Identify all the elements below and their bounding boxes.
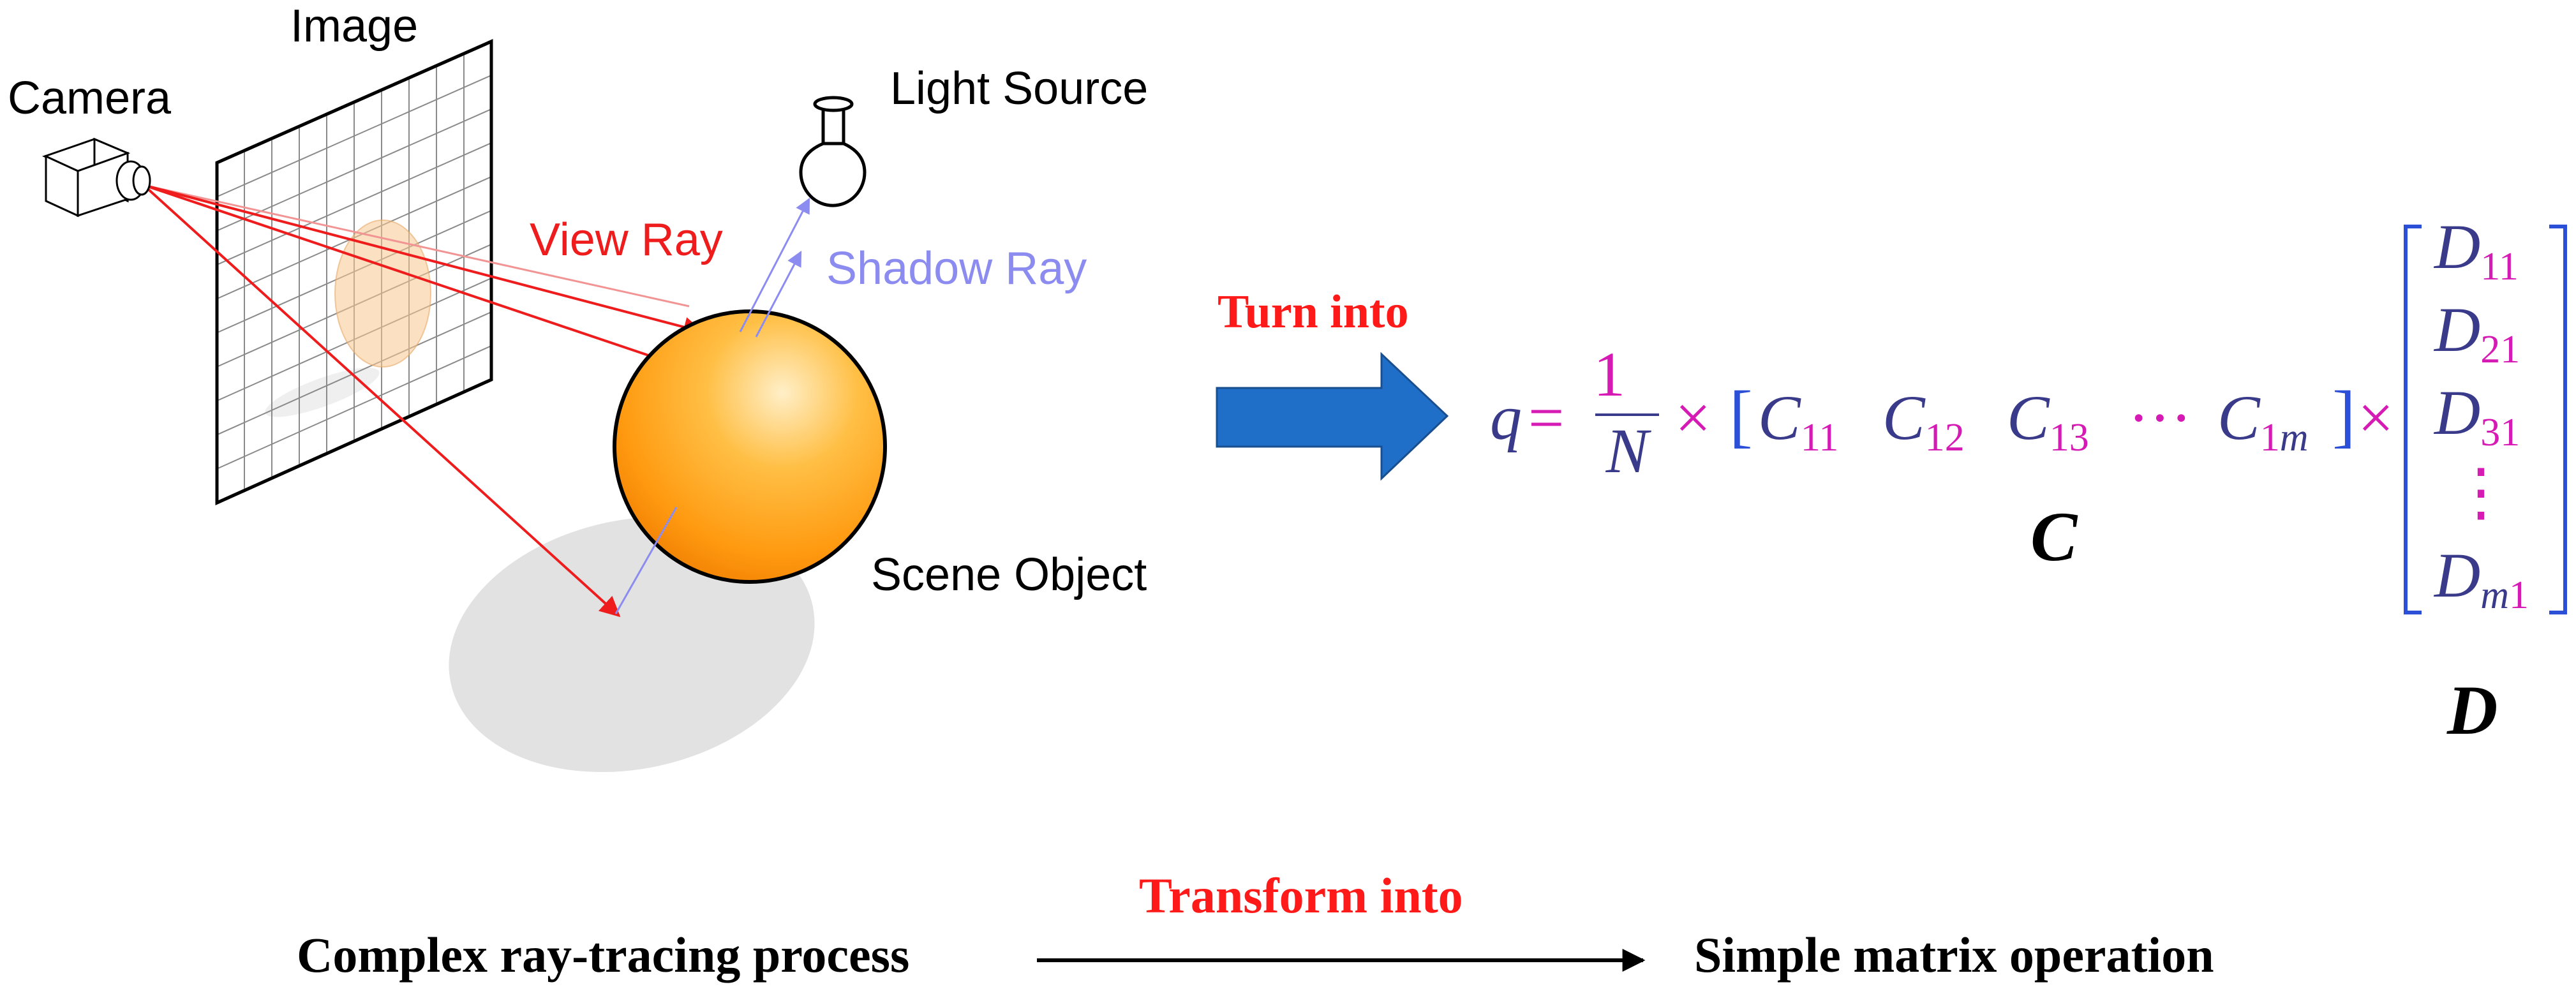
d-matrix-label: D [2446, 671, 2498, 749]
c-bracket-left: [ [1729, 376, 1753, 454]
c-matrix-entry: C1m [2217, 382, 2308, 459]
image-label: Image [290, 1, 418, 52]
c-matrix-entry: C11 [1758, 382, 1838, 459]
d-matrix-entry: ⋮ [2449, 457, 2513, 528]
bottom-right-text: Simple matrix operation [1694, 927, 2214, 983]
camera-icon [41, 137, 151, 218]
shadow-ray-label: Shadow Ray [826, 243, 1087, 294]
scene-object-label: Scene Object [871, 549, 1147, 600]
image-plane [215, 39, 493, 505]
d-matrix-entry: D31 [2433, 377, 2520, 454]
turn-into-label: Turn into [1217, 286, 1409, 338]
d-matrix-entry: D11 [2433, 211, 2519, 288]
d-matrix-entry: Dm1 [2433, 540, 2529, 617]
scene-object-sphere [613, 309, 887, 584]
d-matrix-entry: D21 [2433, 294, 2520, 371]
formula-equals: = [1528, 382, 1564, 453]
projected-object [334, 219, 431, 368]
c-matrix-entry: C12 [1882, 382, 1965, 459]
formula-times-1: × [1675, 382, 1711, 453]
view-rays [142, 184, 704, 618]
c-matrix-entry: C13 [2007, 382, 2089, 459]
shadow-rays [614, 197, 810, 614]
c-matrix-label: C [2030, 498, 2078, 576]
c-bracket-right: ] [2332, 376, 2356, 454]
formula-denominator: N [1605, 415, 1652, 486]
c-matrix-entry: ··· [2128, 382, 2192, 453]
light-bulb-icon [799, 96, 867, 207]
bottom-left-text: Complex ray-tracing process [297, 927, 909, 983]
camera-label: Camera [8, 73, 172, 124]
formula-q: q [1490, 382, 1522, 453]
light-source-label: Light Source [890, 63, 1148, 114]
d-bracket-right [2549, 225, 2567, 614]
big-blue-arrow [1216, 352, 1449, 481]
formula-times-2: × [2358, 382, 2394, 453]
formula: q = 1 N × [ C11 C12 C13 ··· C1m ] × C D11D21… [1490, 211, 2567, 749]
d-bracket-left [2404, 225, 2422, 614]
transform-into-label: Transform into [1139, 868, 1463, 923]
formula-numerator: 1 [1593, 339, 1625, 410]
view-ray-label: View Ray [530, 214, 723, 265]
